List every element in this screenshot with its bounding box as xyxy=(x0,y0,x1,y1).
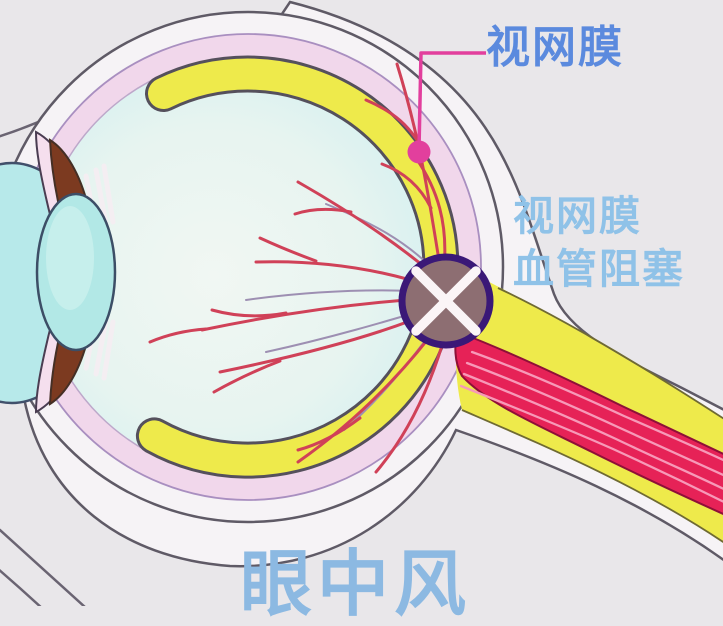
occlusion-label-line2: 血管阻塞 xyxy=(513,245,685,293)
retina-callout xyxy=(407,51,486,164)
retina-label: 视网膜 xyxy=(486,22,624,73)
callout-dot xyxy=(407,140,431,164)
occlusion-label-line1: 视网膜 xyxy=(513,192,642,240)
occlusion-x-icon xyxy=(411,266,481,336)
optic-nerve xyxy=(454,272,723,544)
occlusion-label: 视网膜 血管阻塞 xyxy=(513,190,685,296)
eyeball-diagram-canvas xyxy=(0,0,723,606)
anterior-segment xyxy=(0,130,117,414)
title-label: 眼中风 xyxy=(240,542,472,626)
lens-highlight xyxy=(46,206,94,310)
occlusion-marker xyxy=(398,253,494,349)
callout-line xyxy=(417,51,486,150)
